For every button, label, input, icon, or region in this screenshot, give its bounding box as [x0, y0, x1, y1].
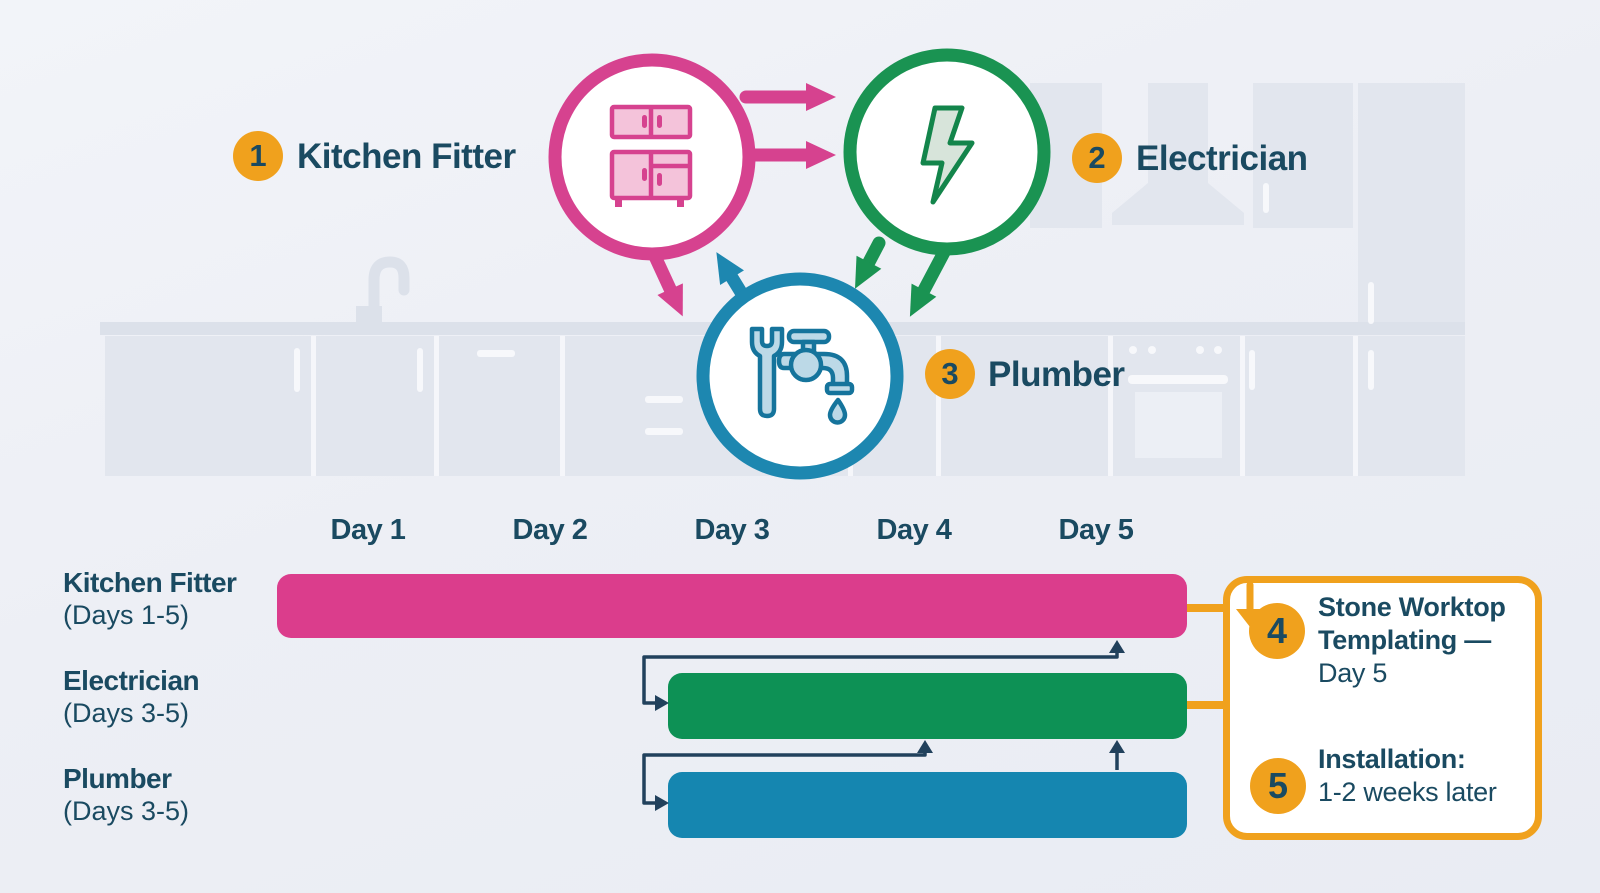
row-label-kitchen-fitter: Kitchen Fitter (Days 1-5): [63, 566, 237, 632]
electrician-label: Electrician: [1136, 139, 1308, 178]
row-days: (Days 3-5): [63, 698, 190, 728]
day-header-2: Day 2: [512, 514, 588, 546]
arrow-electrician-to-plumber-2: [909, 234, 957, 317]
kitchen-fitter-label: Kitchen Fitter: [297, 137, 516, 176]
worktop-templating-text: Stone Worktop Templating — Day 5: [1318, 591, 1533, 690]
plumber-node: [696, 272, 904, 480]
step-badge-2: 2: [1072, 133, 1122, 183]
step-badge-1: 1: [233, 131, 283, 181]
day-header-3: Day 3: [694, 514, 770, 546]
day-header-5: Day 5: [1058, 514, 1134, 546]
arrowhead-up-icon: [917, 740, 933, 753]
day-header-4: Day 4: [876, 514, 952, 546]
arrowhead-up-icon: [1109, 640, 1125, 653]
installation-text: Installation: 1-2 weeks later: [1318, 743, 1533, 809]
arrow-fitter-to-plumber: [646, 245, 683, 317]
step-detail: Day 5: [1318, 658, 1388, 688]
down-arrow-icon: [1236, 583, 1264, 627]
wrench-faucet-icon: [749, 326, 855, 425]
day-header-1: Day 1: [330, 514, 406, 546]
plumber-label: Plumber: [988, 355, 1125, 394]
worktop-callout-box: 4 Stone Worktop Templating — Day 5 5 Ins…: [1223, 576, 1542, 840]
arrowhead-up-icon: [1109, 740, 1125, 753]
row-name: Plumber: [63, 763, 172, 794]
step-title: Stone Worktop Templating —: [1318, 592, 1506, 655]
lightning-icon: [920, 105, 975, 205]
row-label-electrician: Electrician (Days 3-5): [63, 664, 200, 730]
step-detail: 1-2 weeks later: [1318, 777, 1497, 807]
arrowhead-right-icon: [655, 695, 669, 711]
flow-arrows: [646, 83, 957, 317]
cabinet-icon: [609, 104, 693, 207]
step-badge-3: 3: [925, 349, 975, 399]
row-days: (Days 1-5): [63, 600, 190, 630]
row-days: (Days 3-5): [63, 796, 190, 826]
gantt-bar-plumber: [668, 772, 1187, 838]
step-badge-5: 5: [1250, 758, 1306, 814]
electrician-node: [843, 48, 1051, 256]
kitchen-fitter-node: [548, 53, 756, 261]
step-badge-4: 4: [1249, 603, 1305, 659]
gantt-bar-electrician: [668, 673, 1187, 739]
row-name: Electrician: [63, 665, 200, 696]
row-name: Kitchen Fitter: [63, 567, 237, 598]
arrow-electrician-to-plumber-1: [855, 236, 886, 289]
arrowhead-right-icon: [655, 795, 669, 811]
row-label-plumber: Plumber (Days 3-5): [63, 762, 189, 828]
gantt-bar-kitchen-fitter: [277, 574, 1187, 638]
step-title: Installation:: [1318, 744, 1466, 774]
arrow-plumber-to-fitter: [716, 252, 757, 314]
